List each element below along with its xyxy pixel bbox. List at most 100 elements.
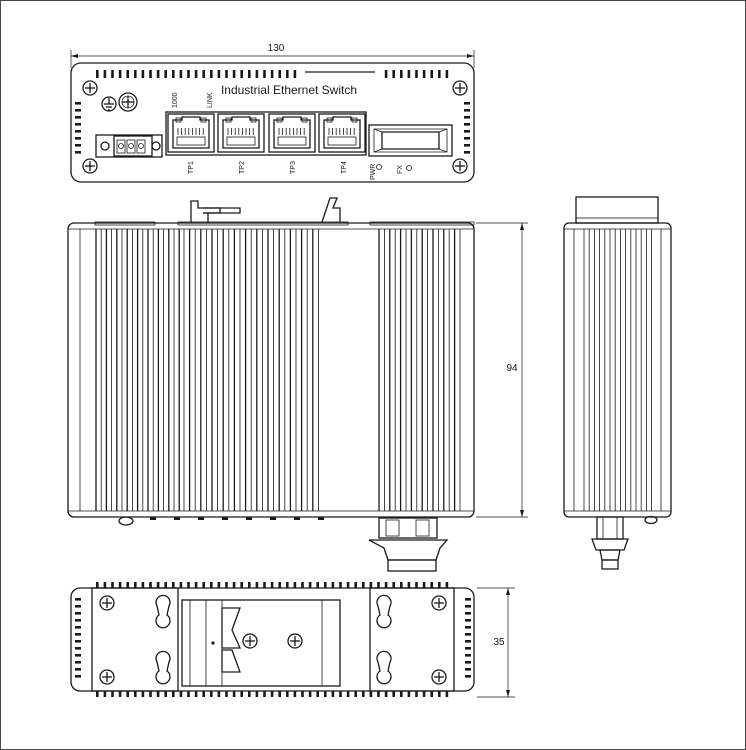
fin-slot — [232, 70, 236, 78]
side-bottom-ticks — [150, 517, 324, 520]
fin-slot — [465, 640, 471, 643]
keyhole-slot — [155, 594, 171, 629]
pwr-led-label: PWR — [370, 164, 377, 180]
fin-slot — [75, 668, 81, 671]
port-led — [276, 117, 283, 123]
fin-slot — [430, 582, 433, 588]
dimension-width: 130 — [70, 43, 475, 68]
side-housing-outline — [67, 222, 475, 518]
foot-tick — [198, 517, 204, 520]
fin-slot — [278, 70, 281, 78]
fin-slot — [392, 582, 395, 588]
link-led-label: LINK — [207, 92, 214, 108]
fin-slot — [465, 647, 471, 650]
fin-slot — [75, 137, 81, 140]
fin-slot — [438, 70, 441, 78]
fin-slot — [407, 582, 411, 588]
dimension-depth: 35 — [477, 587, 515, 698]
fin-slot — [75, 598, 81, 601]
fin-slot — [118, 70, 122, 78]
fin-slot — [316, 582, 319, 588]
fin-slot — [126, 582, 129, 588]
fin-slot — [464, 137, 470, 140]
fin-slot — [248, 582, 251, 588]
front-panel-outline — [70, 62, 475, 183]
power-terminal-block — [95, 134, 163, 158]
fin-slot — [308, 691, 312, 697]
screw-icon — [82, 158, 98, 174]
bottom-fins-bottom — [96, 691, 449, 697]
front-fins-left — [75, 102, 81, 154]
fin-slot — [202, 691, 205, 697]
fin-slot — [156, 582, 160, 588]
fin-slot — [75, 151, 81, 154]
fin-slot — [232, 582, 236, 588]
dimension-height-label: 94 — [506, 363, 518, 374]
screw-icon — [452, 80, 468, 96]
fin-slot — [75, 626, 81, 629]
port-led — [175, 117, 182, 123]
fin-slot — [301, 691, 304, 697]
fin-slot — [293, 691, 297, 697]
fin-slot — [465, 654, 471, 657]
fin-slot — [445, 70, 449, 78]
fin-slot — [293, 70, 297, 78]
pwr-led — [376, 164, 382, 170]
fin-slot — [464, 116, 470, 119]
fin-slot — [118, 691, 122, 697]
port-led — [301, 117, 308, 123]
fin-slot — [384, 70, 388, 78]
fin-slot — [263, 70, 266, 78]
fin-slot — [286, 70, 289, 78]
fin-slot — [75, 654, 81, 657]
rj45-port — [268, 113, 316, 153]
fin-slot — [465, 661, 471, 664]
dimension-width-label: 130 — [268, 43, 285, 54]
screw-icon — [287, 633, 303, 649]
fin-slot — [324, 582, 327, 588]
fiber-connector-bottom — [368, 517, 449, 572]
fin-slot — [465, 633, 471, 636]
port-led — [225, 117, 232, 123]
fin-slot — [430, 691, 433, 697]
fin-slot — [286, 582, 289, 588]
fin-slot — [286, 691, 289, 697]
fin-slot — [464, 130, 470, 133]
din-clip — [190, 200, 221, 222]
end-housing-outline — [563, 222, 672, 518]
fin-slot — [75, 605, 81, 608]
rj45-port-block — [165, 111, 367, 156]
port-led — [351, 117, 358, 123]
fin-slot — [339, 691, 342, 697]
fin-slot — [75, 130, 81, 133]
fin-slot — [464, 102, 470, 105]
end-cooling-fins — [573, 229, 662, 511]
fin-slot — [377, 582, 380, 588]
bottom-fins-top — [96, 582, 449, 588]
fin-slot — [217, 582, 221, 588]
fin-slot — [103, 582, 107, 588]
fin-slot — [75, 675, 81, 678]
fin-slot — [248, 691, 251, 697]
port-led — [326, 117, 333, 123]
fin-slot — [362, 582, 365, 588]
device-title: Industrial Ethernet Switch — [221, 83, 357, 97]
screw-icon — [242, 633, 258, 649]
fin-slot — [96, 70, 99, 78]
fin-slot — [172, 70, 175, 78]
fin-slot — [346, 691, 350, 697]
fin-slot — [270, 582, 274, 588]
ground-screw-icon — [118, 92, 138, 112]
fin-slot — [75, 116, 81, 119]
fin-slot — [400, 582, 403, 588]
fin-slot — [126, 70, 129, 78]
foot-tick — [246, 517, 252, 520]
fin-slot — [179, 691, 183, 697]
front-fins-right — [464, 102, 470, 154]
fin-slot — [134, 70, 137, 78]
fin-slot — [422, 70, 426, 78]
fin-slot — [179, 582, 183, 588]
front-view: Industrial Ethernet Switch 1000 LINK TP1… — [70, 62, 475, 183]
ground-icon — [101, 96, 117, 112]
